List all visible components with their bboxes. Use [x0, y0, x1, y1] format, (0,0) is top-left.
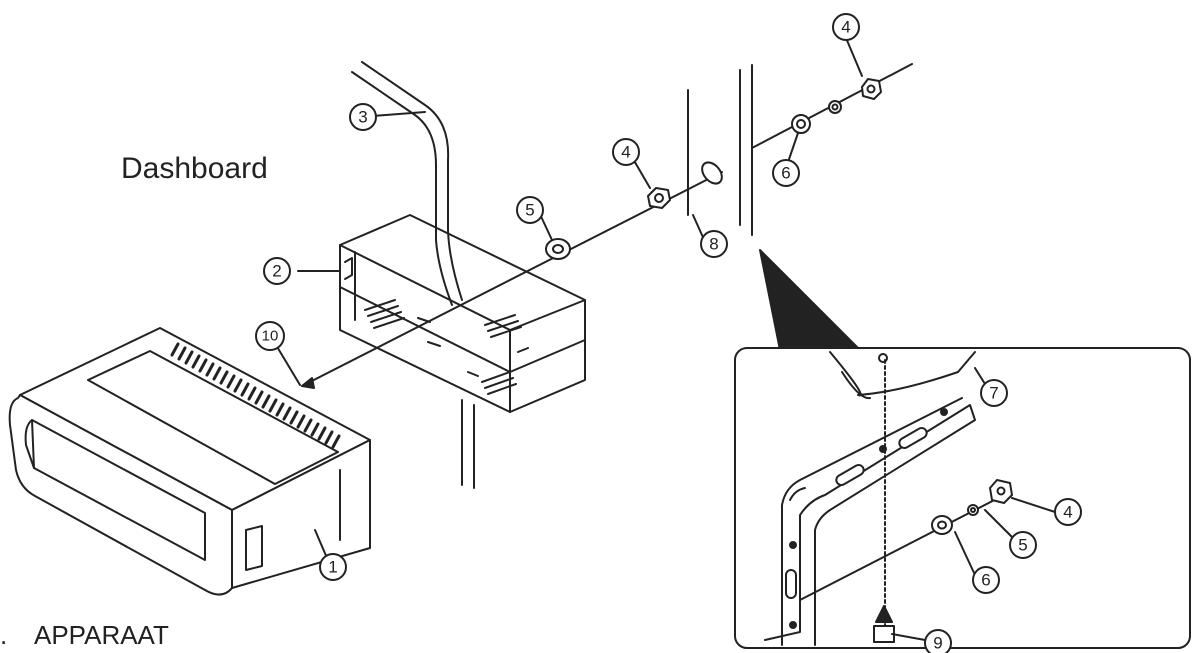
callout-4a-circle [612, 138, 640, 166]
callout-9: 9 [933, 634, 942, 653]
callout-4a: 4 [621, 143, 630, 162]
callout-5b-circle [1009, 531, 1037, 559]
callout-3-circle [349, 103, 377, 131]
callouts [255, 13, 1082, 653]
dashboard-heading: Dashboard [121, 152, 268, 185]
dashboard-cable [351, 61, 475, 489]
callout-6b: 6 [981, 571, 990, 590]
callout-5a-circle [516, 196, 544, 224]
callout-10: 10 [262, 328, 279, 345]
callout-7-circle [980, 379, 1008, 407]
bolt-assembly [301, 63, 913, 389]
callout-3: 3 [358, 108, 367, 127]
callout-4c: 4 [1063, 503, 1072, 522]
head-unit [8, 327, 371, 596]
callout-7: 7 [989, 384, 998, 403]
mounting-sleeve [339, 214, 586, 413]
callout-1: 1 [328, 558, 337, 577]
zoom-wedge [759, 249, 861, 351]
callout-8-circle [700, 230, 728, 258]
callout-2: 2 [272, 262, 281, 281]
callout-6b-circle [972, 566, 1000, 594]
detail-inset [734, 347, 1191, 649]
callout-10-circle [255, 321, 285, 351]
footer-label: APPARAAT [34, 620, 169, 650]
callout-9-circle [924, 629, 952, 653]
callout-1-circle [319, 553, 347, 581]
callout-5b: 5 [1018, 536, 1027, 555]
callout-4c-circle [1054, 498, 1082, 526]
callout-6a-circle [772, 159, 800, 187]
callout-8: 8 [709, 235, 718, 254]
callout-5a: 5 [525, 201, 534, 220]
footer-caption: . APPARAAT [0, 620, 169, 651]
footer-number: . [0, 620, 8, 650]
callout-6a: 6 [781, 164, 790, 183]
callout-2-circle [263, 257, 291, 285]
callout-4b: 4 [841, 18, 850, 37]
callout-4b-circle [832, 13, 860, 41]
